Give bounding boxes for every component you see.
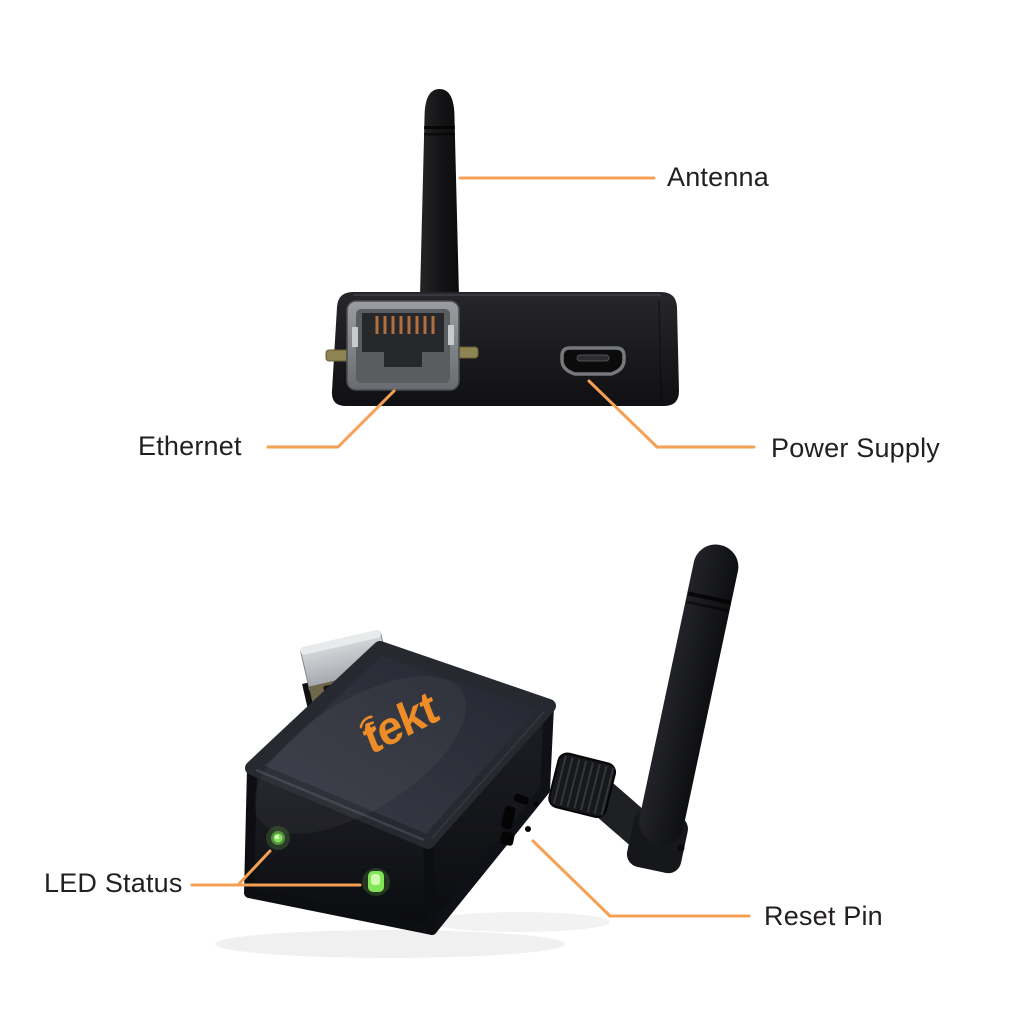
antenna-rod	[626, 544, 739, 874]
sd-slot	[500, 793, 539, 846]
micro-usb-port	[560, 346, 626, 376]
ethernet-port	[325, 300, 479, 391]
label-reset-pin: Reset Pin	[764, 901, 883, 931]
callout-lines	[190, 176, 756, 918]
ethernet-pins	[375, 316, 435, 334]
callout-ethernet	[266, 389, 396, 449]
label-ethernet: Ethernet	[138, 431, 242, 461]
label-power-supply: Power Supply	[771, 433, 940, 463]
brand-logo: tekt	[356, 680, 444, 764]
antenna-side	[548, 544, 739, 874]
callout-power	[587, 379, 756, 449]
antenna-rear	[420, 89, 459, 296]
callout-led-branch	[236, 849, 272, 887]
device-rear-view	[325, 89, 679, 406]
label-led-status: LED Status	[44, 868, 183, 898]
device-perspective-view	[215, 544, 739, 958]
reset-hole	[525, 826, 531, 832]
led-indicator-1	[266, 826, 290, 850]
wifi-icon	[359, 715, 376, 733]
antenna-nut	[548, 752, 617, 819]
callout-reset	[531, 839, 751, 918]
label-antenna: Antenna	[667, 162, 769, 192]
led-indicator-2	[362, 868, 390, 896]
